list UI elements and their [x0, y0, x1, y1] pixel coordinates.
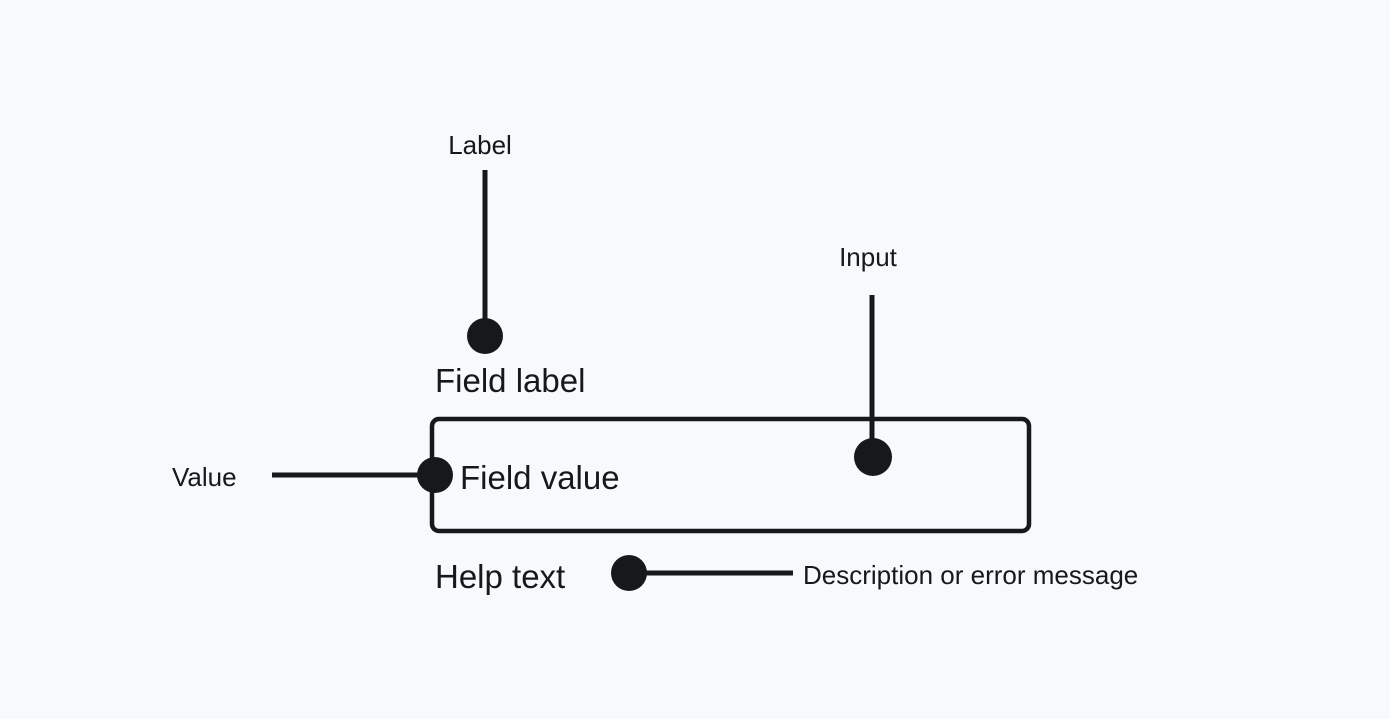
field-value-text: Field value — [460, 459, 620, 496]
callout-help-text-anchor-dot — [611, 555, 647, 591]
callout-value-anchor-dot — [417, 457, 453, 493]
field-description-text: Description or error message — [803, 560, 1138, 590]
callout-help-text-label: Help text — [435, 558, 565, 595]
field-label-text: Field label — [435, 362, 585, 399]
callout-value-text: Value — [172, 462, 237, 492]
callout-input-text: Input — [839, 242, 898, 272]
callout-label-text: Label — [448, 130, 512, 160]
callout-label-anchor-dot — [467, 318, 503, 354]
callout-input-anchor-dot — [854, 438, 892, 476]
